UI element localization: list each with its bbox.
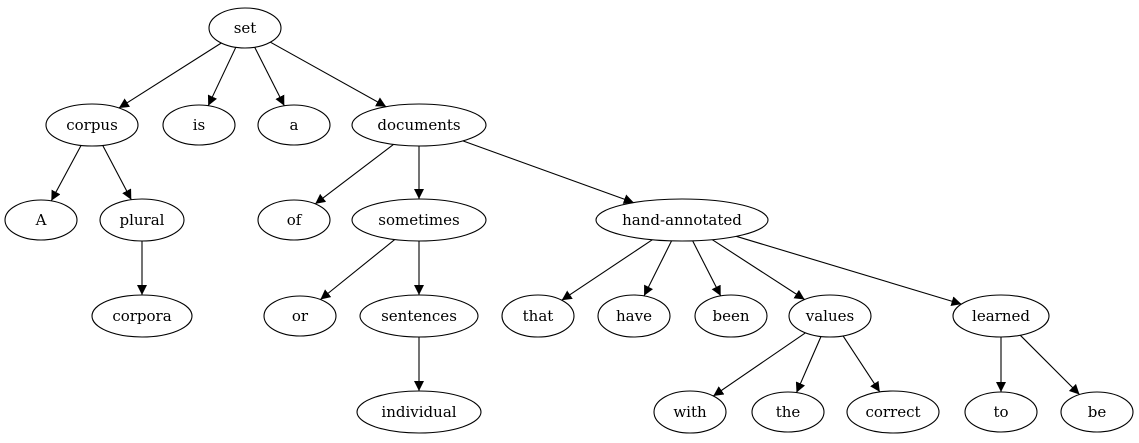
node-sentences: sentences bbox=[359, 294, 479, 338]
edge-learned-to-be bbox=[1019, 334, 1080, 395]
node-is: is bbox=[162, 104, 236, 146]
node-ellipse bbox=[751, 391, 825, 433]
edge-values-to-with bbox=[712, 332, 806, 397]
node-ellipse bbox=[595, 198, 769, 242]
node-ellipse bbox=[351, 198, 487, 242]
node-a: a bbox=[257, 104, 331, 146]
node-label: learned bbox=[972, 307, 1030, 325]
node-label: of bbox=[287, 211, 303, 229]
node-label: corpus bbox=[66, 116, 118, 134]
node-have: have bbox=[597, 294, 671, 338]
node-learned: learned bbox=[952, 294, 1050, 338]
node-ellipse bbox=[964, 391, 1038, 433]
node-been: been bbox=[694, 294, 768, 338]
edges bbox=[50, 41, 1080, 397]
edge-documents-to-hand-annotated bbox=[462, 140, 634, 204]
node-ellipse bbox=[45, 103, 139, 147]
edge-set-to-documents bbox=[270, 41, 387, 108]
node-with: with bbox=[653, 390, 727, 434]
node-correct: correct bbox=[846, 390, 940, 434]
edge-sometimes-to-or bbox=[320, 239, 396, 300]
node-plural: plural bbox=[99, 198, 185, 242]
node-label: that bbox=[523, 307, 554, 325]
node-documents: documents bbox=[351, 103, 487, 147]
node-to: to bbox=[964, 391, 1038, 433]
node-label: sentences bbox=[381, 307, 457, 325]
node-label: been bbox=[712, 307, 749, 325]
node-ellipse bbox=[257, 104, 331, 146]
node-ellipse bbox=[162, 104, 236, 146]
node-label: values bbox=[805, 307, 854, 325]
node-ellipse bbox=[257, 199, 331, 241]
edge-hand-annotated-to-have bbox=[643, 240, 673, 297]
node-ellipse bbox=[501, 294, 575, 338]
edge-corpus-to-plural bbox=[102, 145, 132, 200]
node-ellipse bbox=[846, 390, 940, 434]
node-that: that bbox=[501, 294, 575, 338]
node-label: correct bbox=[865, 403, 920, 421]
node-corpora: corpora bbox=[91, 294, 193, 338]
node-label: set bbox=[234, 19, 257, 37]
node-label: documents bbox=[377, 116, 460, 134]
node-sometimes: sometimes bbox=[351, 198, 487, 242]
edge-hand-annotated-to-learned bbox=[736, 235, 962, 307]
edge-set-to-corpus bbox=[118, 42, 222, 109]
node-ellipse bbox=[1060, 391, 1134, 433]
node-label: is bbox=[193, 116, 206, 134]
node-label: a bbox=[290, 116, 299, 134]
node-set: set bbox=[208, 7, 282, 49]
node-ellipse bbox=[788, 294, 872, 338]
edge-values-to-the bbox=[795, 336, 822, 393]
node-hand-annotated: hand-annotated bbox=[595, 198, 769, 242]
node-ellipse bbox=[952, 294, 1050, 338]
node-label: have bbox=[616, 307, 652, 325]
node-ellipse bbox=[694, 294, 768, 338]
node-ellipse bbox=[91, 294, 193, 338]
node-ellipse bbox=[653, 390, 727, 434]
node-be: be bbox=[1060, 391, 1134, 433]
node-of: of bbox=[257, 199, 331, 241]
edge-set-to-is bbox=[207, 47, 237, 106]
node-ellipse bbox=[208, 7, 282, 49]
node-ellipse bbox=[597, 294, 671, 338]
node-ellipse bbox=[99, 198, 185, 242]
node-A: A bbox=[4, 199, 78, 241]
node-label: be bbox=[1088, 403, 1107, 421]
node-label: to bbox=[993, 403, 1008, 421]
node-ellipse bbox=[359, 294, 479, 338]
node-ellipse bbox=[351, 103, 487, 147]
node-label: hand-annotated bbox=[622, 211, 742, 229]
node-label: or bbox=[292, 307, 309, 325]
node-label: sometimes bbox=[378, 211, 459, 229]
node-the: the bbox=[751, 391, 825, 433]
node-ellipse bbox=[263, 295, 337, 337]
edge-values-to-correct bbox=[842, 335, 881, 393]
node-label: with bbox=[673, 403, 707, 421]
edge-documents-to-of bbox=[314, 143, 394, 205]
node-corpus: corpus bbox=[45, 103, 139, 147]
node-label: individual bbox=[381, 403, 456, 421]
edge-hand-annotated-to-values bbox=[712, 239, 805, 300]
node-label: A bbox=[35, 211, 47, 229]
node-ellipse bbox=[356, 390, 482, 434]
node-label: corpora bbox=[112, 307, 171, 325]
node-label: the bbox=[776, 403, 801, 421]
edge-hand-annotated-to-that bbox=[561, 239, 653, 301]
node-or: or bbox=[263, 295, 337, 337]
node-ellipse bbox=[4, 199, 78, 241]
node-label: plural bbox=[120, 211, 165, 229]
edge-hand-annotated-to-been bbox=[692, 240, 722, 297]
node-values: values bbox=[788, 294, 872, 338]
edge-corpus-to-A bbox=[50, 145, 82, 202]
node-individual: individual bbox=[356, 390, 482, 434]
edge-set-to-a bbox=[254, 47, 285, 106]
